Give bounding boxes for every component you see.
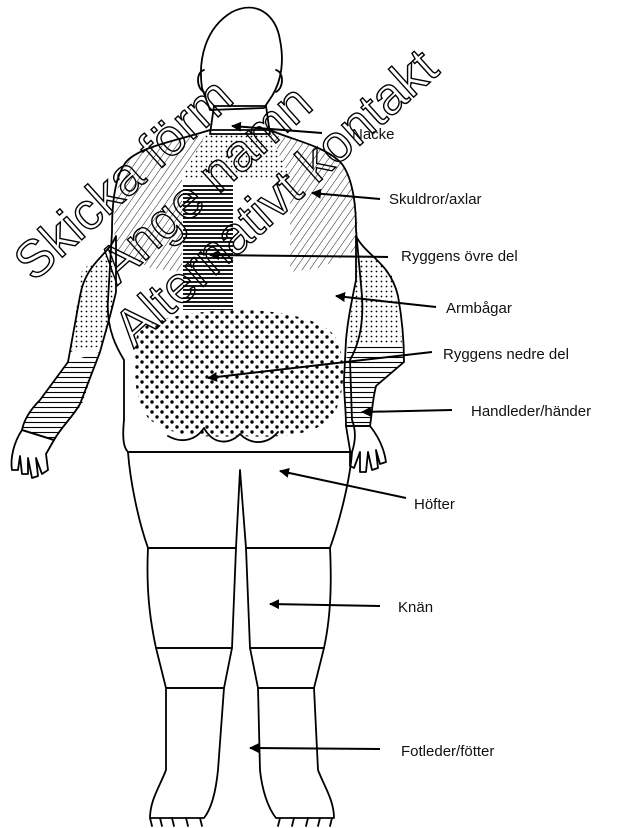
label-skuldror-axlar: Skuldror/axlar [389,191,482,208]
ankle-left-region [150,688,224,818]
knee-right-region [246,548,331,648]
shin-left [156,648,232,688]
knee-left-region [147,548,236,648]
ankle-right-region [258,688,334,818]
label-handleder-hander: Handleder/händer [471,403,591,420]
label-hofter: Höfter [414,496,455,513]
hand-left [11,430,54,478]
wrist-left-region [22,352,100,440]
label-nacke: Nacke [352,126,395,143]
labels: Nacke Skuldror/axlar Ryggens övre del Ar… [352,126,591,760]
label-knan: Knän [398,599,433,616]
arrow-fotleder [250,748,380,749]
label-ryggens-nedre-del: Ryggens nedre del [443,346,569,363]
toes-right [278,818,332,826]
label-armbagar: Armbågar [446,300,512,317]
label-fotleder-fotter: Fotleder/fötter [401,743,494,760]
shin-right [250,648,324,688]
hips-region [128,452,352,548]
arrow-hofter [280,471,406,498]
toes-left [150,818,202,826]
label-ryggens-ovre-del: Ryggens övre del [401,248,518,265]
arrow-handleder [362,410,452,412]
arrow-knan [270,604,380,606]
